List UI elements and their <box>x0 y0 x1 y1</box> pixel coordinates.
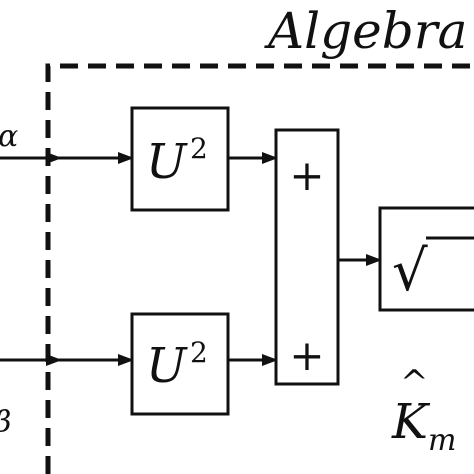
sqrt-icon: √ <box>392 239 428 304</box>
sum-plus-bottom: + <box>289 331 324 380</box>
diagram-title: Algebra <box>264 2 467 60</box>
square-block-top: U 2 <box>130 106 230 212</box>
square-bottom-base: U <box>146 338 188 394</box>
output-label: ^ K m <box>391 363 456 458</box>
output-hat: ^ <box>400 363 429 403</box>
square-top-base: U <box>146 134 188 190</box>
subsystem-boundary <box>45 63 474 474</box>
sum-plus-top: + <box>289 151 324 200</box>
square-top-exponent: 2 <box>190 132 208 165</box>
sqrt-block: √ <box>378 206 474 312</box>
square-block-bottom: U 2 <box>130 312 230 416</box>
output-base: K <box>391 394 431 450</box>
square-bottom-exponent: 2 <box>190 336 208 369</box>
input-beta-label: β <box>0 405 11 440</box>
sum-block: + + <box>274 128 340 386</box>
input-alpha-label: α <box>0 119 18 154</box>
output-subscript: m <box>428 423 456 458</box>
